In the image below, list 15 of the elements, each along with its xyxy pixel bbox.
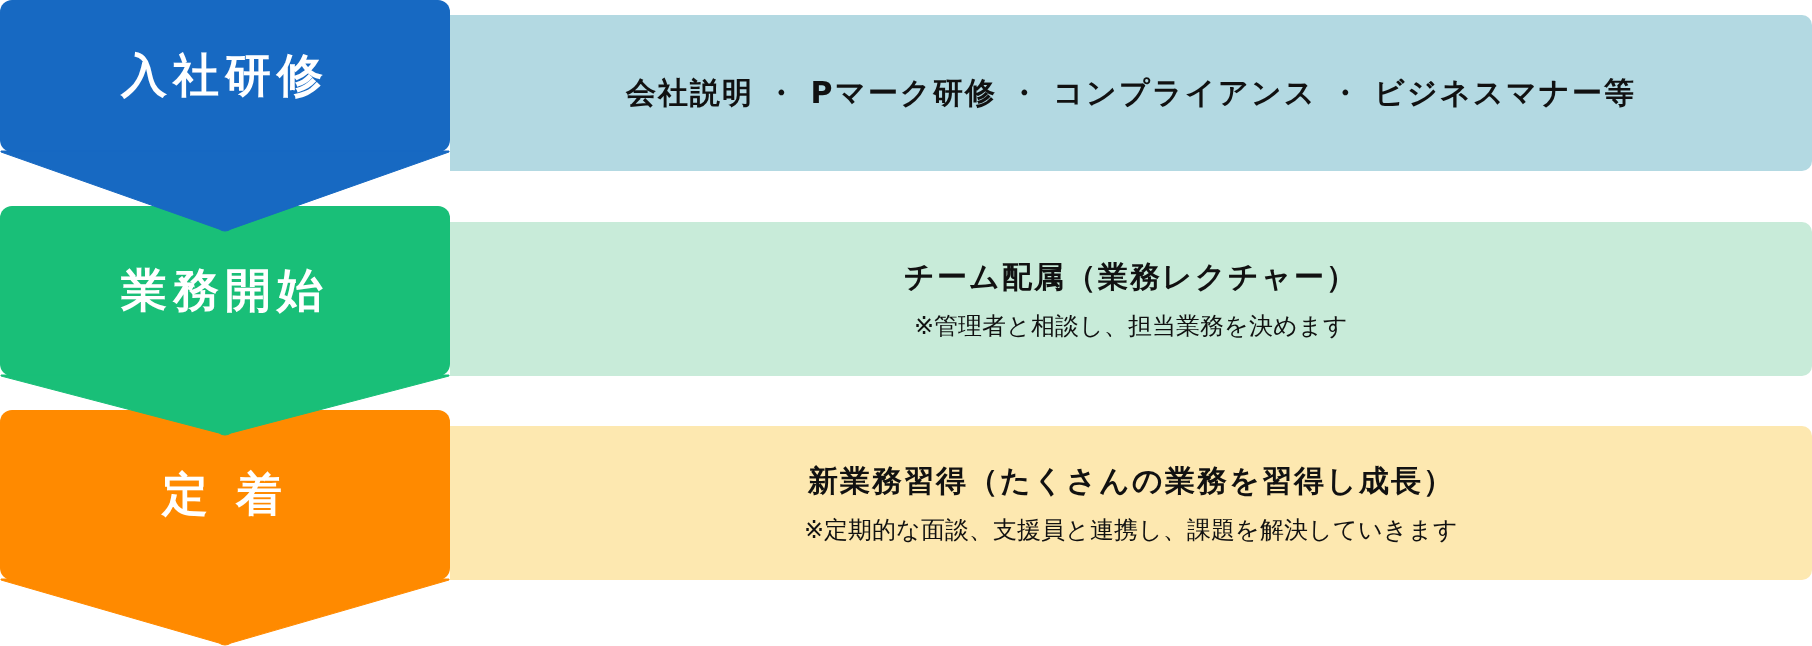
description-band xyxy=(450,426,1812,580)
band-heading: チーム配属（業務レクチャー） xyxy=(904,257,1358,296)
arrow xyxy=(0,374,450,436)
step-title: 業務開始 xyxy=(121,262,329,319)
band-heading: 新業務習得（たくさんの業務を習得し成長） xyxy=(807,461,1455,500)
band-note: ※管理者と相談し、担当業務を決めます xyxy=(913,310,1349,342)
band-note: ※定期的な面談、支援員と連携し、課題を解決していきます xyxy=(803,514,1459,546)
arrow xyxy=(0,150,450,232)
description-band xyxy=(450,15,1812,171)
step-box xyxy=(0,0,450,152)
description-band xyxy=(450,222,1812,376)
band-heading: 会社説明 ・ Pマーク研修 ・ コンプライアンス ・ ビジネスマナー等 xyxy=(625,73,1637,112)
arrow xyxy=(0,578,450,646)
step-title: 定 着 xyxy=(162,466,288,523)
step-title: 入社研修 xyxy=(121,47,329,104)
